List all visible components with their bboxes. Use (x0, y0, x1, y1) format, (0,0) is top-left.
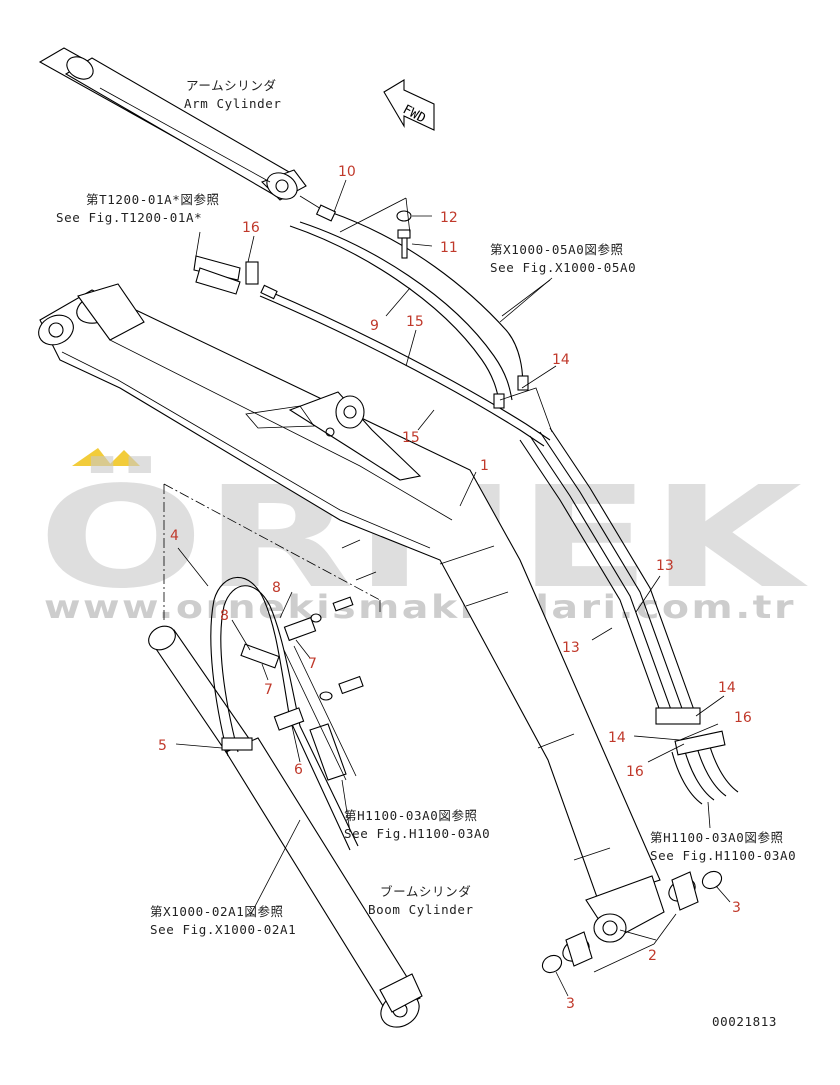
callout-4: 4 (170, 528, 179, 544)
callout-14-left: 14 (608, 730, 626, 746)
arm-cylinder-en: Arm Cylinder (184, 96, 282, 111)
t1200-fittings (193, 255, 259, 295)
reference-lines (163, 483, 381, 620)
callout-9: 9 (370, 318, 379, 334)
callout-3-right: 3 (732, 900, 741, 916)
watermark-accent-right (108, 450, 140, 466)
ref-x1000-05-jp: 第X1000-05A0図参照 (490, 242, 624, 257)
arm-cylinder-jp: アームシリンダ (186, 78, 277, 93)
bushings-and-seals (541, 870, 723, 974)
arm-hoses (259, 204, 551, 447)
ref-h1100-left-en: See Fig.H1100-03A0 (344, 826, 490, 841)
ref-x1000-05-en: See Fig.X1000-05A0 (490, 260, 636, 275)
ref-t1200-jp: 第T1200-01A*図参照 (86, 192, 220, 207)
callout-16-top: 16 (242, 220, 260, 236)
watermark-accent-left (72, 448, 112, 466)
callout-8-top: 8 (272, 580, 281, 596)
callout-numbers: 1 2 3 3 4 5 6 7 7 8 8 9 10 11 12 13 13 1… (158, 164, 752, 1012)
callout-15-bottom: 15 (402, 430, 420, 446)
callout-7-right: 7 (308, 656, 317, 672)
bolt-and-washer (396, 210, 412, 259)
ref-h1100-right-en: See Fig.H1100-03A0 (650, 848, 796, 863)
callout-1: 1 (480, 458, 489, 474)
callout-11: 11 (440, 240, 458, 256)
callout-13-top: 13 (656, 558, 674, 574)
ref-h1100-right-jp: 第H1100-03A0図参照 (650, 830, 784, 845)
callout-5: 5 (158, 738, 167, 754)
boom-cylinder-jp: ブームシリンダ (380, 884, 471, 899)
callout-14-right: 14 (718, 680, 736, 696)
callout-14-top: 14 (552, 352, 570, 368)
callout-15-top: 15 (406, 314, 424, 330)
callout-2: 2 (648, 948, 657, 964)
callout-7-left: 7 (264, 682, 273, 698)
callout-12: 12 (440, 210, 458, 226)
boom (38, 283, 665, 943)
callout-10: 10 (338, 164, 356, 180)
callout-8-left: 8 (220, 608, 229, 624)
boom-cylinder-en: Boom Cylinder (368, 902, 474, 917)
fwd-arrow: FWD (383, 79, 435, 131)
callout-16-right: 16 (734, 710, 752, 726)
boom-cylinder-hoses (210, 576, 364, 851)
drawing-number: 00021813 (712, 1014, 777, 1029)
boom-lines (499, 387, 739, 805)
callout-6: 6 (294, 762, 303, 778)
ref-t1200-en: See Fig.T1200-01A* (56, 210, 202, 225)
callout-16-left: 16 (626, 764, 644, 780)
callout-13-bottom: 13 (562, 640, 580, 656)
leader-lines (175, 179, 731, 997)
watermark-url: www.ornekismakinalari.com.tr (44, 588, 796, 626)
arm-cylinder (38, 47, 327, 213)
notes: アームシリンダ Arm Cylinder 第T1200-01A*図参照 See … (56, 78, 796, 1029)
ref-x1000-02-en: See Fig.X1000-02A1 (150, 922, 296, 937)
ref-h1100-left-jp: 第H1100-03A0図参照 (344, 808, 478, 823)
ref-x1000-02-jp: 第X1000-02A1図参照 (150, 904, 284, 919)
callout-3-left: 3 (566, 996, 575, 1012)
boom-cylinder (148, 625, 423, 1028)
